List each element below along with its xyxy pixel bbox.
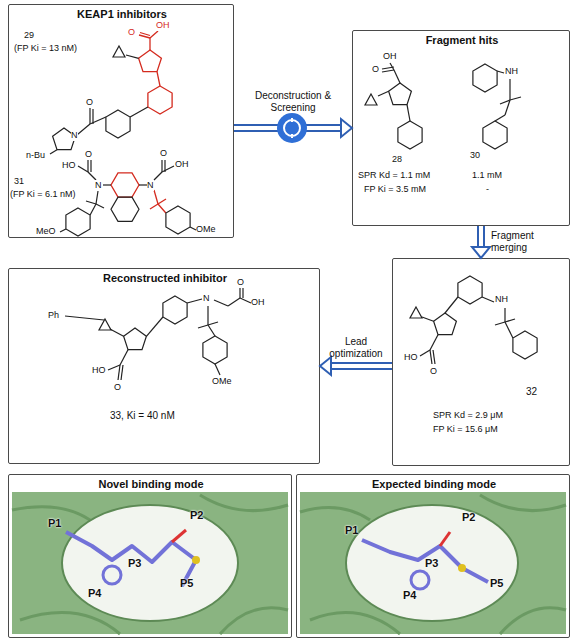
panel-text: FP Ki = 15.6 μM xyxy=(433,423,498,435)
structure-label: N xyxy=(147,180,154,191)
icon-disc xyxy=(277,113,307,143)
protein-surface-novel xyxy=(12,492,288,634)
arrow-shaft-inner xyxy=(479,226,483,248)
structure-label: O xyxy=(237,277,244,288)
pocket-label: P4 xyxy=(403,590,416,601)
structure-label: - xyxy=(486,184,489,195)
structure-label: 33, Ki = 40 nM xyxy=(110,410,175,421)
panel-box: KEAP1 inhibitors xyxy=(8,4,234,238)
compound-29-highlight xyxy=(139,31,172,114)
fragment-28 xyxy=(365,63,422,149)
structure-label: N xyxy=(71,130,78,141)
arrow-shaft-inner xyxy=(330,364,392,368)
structure-label: OH xyxy=(156,20,170,31)
structure-label: O xyxy=(160,148,167,159)
structure-label: NH xyxy=(495,294,508,305)
structure-label: OH xyxy=(251,297,265,308)
structure-label: OH xyxy=(383,51,397,62)
pocket-label: P3 xyxy=(128,558,141,569)
structure-label: O xyxy=(114,382,121,393)
structure-label: 1.1 mM xyxy=(472,170,502,181)
arrow-label: Fragment merging xyxy=(491,230,569,254)
structure-label: HO xyxy=(62,160,76,171)
structure-label: MeO xyxy=(36,226,56,237)
structure-label: O xyxy=(85,149,92,160)
arrow-head xyxy=(320,357,331,375)
arrow-shaft xyxy=(330,362,392,370)
hollow-arrow xyxy=(472,226,490,258)
structure-label: O xyxy=(372,64,379,75)
panel-text: SPR Kd = 2.9 μM xyxy=(433,409,503,421)
structure-label: OMe xyxy=(212,376,232,387)
hollow-arrow xyxy=(234,119,352,137)
pocket-label: P3 xyxy=(425,558,438,569)
arrow-label: Deconstruction & Screening xyxy=(238,90,348,114)
structure-label: NH xyxy=(505,66,518,77)
arrow-shaft xyxy=(234,124,342,132)
structure-label: 28 xyxy=(392,154,402,165)
arrow-head xyxy=(472,247,490,258)
structure-label: O xyxy=(128,27,135,38)
structure-label: n-Bu xyxy=(26,150,45,161)
pocket-label: P1 xyxy=(48,518,61,529)
panel-title: KEAP1 inhibitors xyxy=(9,8,235,20)
panel-title: Fragment hits xyxy=(353,34,571,46)
hollow-arrow xyxy=(320,357,392,375)
panel-title: Novel binding mode xyxy=(9,478,293,490)
panel-title: Expected binding mode xyxy=(297,478,571,490)
compound-31 xyxy=(60,160,196,236)
arrow-shaft xyxy=(477,226,485,248)
compound-31-highlight xyxy=(111,173,166,213)
protein-surface-expected xyxy=(300,492,566,634)
structure-label: O xyxy=(86,97,93,108)
structure-label: FP Ki = 3.5 mM xyxy=(364,184,426,195)
compound-29 xyxy=(50,46,148,154)
pocket-label: P5 xyxy=(180,578,193,589)
panel-box: Reconstructed inhibitor xyxy=(8,268,320,464)
pocket-label: P4 xyxy=(88,588,101,599)
pocket-label: P1 xyxy=(345,525,358,536)
structure-label: OMe xyxy=(196,224,216,235)
panel-box: 32SPR Kd = 2.9 μM FP Ki = 15.6 μM xyxy=(392,258,570,466)
structure-label: (FP Ki = 13 nM) xyxy=(14,43,77,54)
structure-label: Ph xyxy=(48,310,59,321)
structure-label: 29 xyxy=(24,30,34,41)
structure-label: O xyxy=(430,366,437,377)
arrow-shaft-inner xyxy=(234,126,342,130)
arrow-head xyxy=(341,119,352,137)
pocket-label: P5 xyxy=(490,578,503,589)
panel-text: 32 xyxy=(526,386,537,398)
structure-label: (FP Ki = 6.1 nM) xyxy=(10,189,76,200)
compound-33 xyxy=(65,288,251,380)
screening-icon xyxy=(276,112,308,144)
structure-label: OH xyxy=(175,159,189,170)
arrow-label: Lead optimization xyxy=(320,336,392,360)
structure-label: N xyxy=(203,293,210,304)
structure-label: 31 xyxy=(14,176,24,187)
structure-label: HO xyxy=(92,365,106,376)
panel-title: Reconstructed inhibitor xyxy=(9,272,321,284)
fragment-30 xyxy=(473,64,521,149)
structure-label: SPR Kd = 1.1 mM xyxy=(358,170,430,181)
structure-label: N xyxy=(95,180,102,191)
compound-32 xyxy=(410,276,537,364)
pocket-label: P2 xyxy=(462,512,475,523)
icon-swirl xyxy=(284,118,300,138)
structure-label: HO xyxy=(404,352,418,363)
structure-label: 30 xyxy=(470,150,480,161)
pocket-label: P2 xyxy=(190,510,203,521)
